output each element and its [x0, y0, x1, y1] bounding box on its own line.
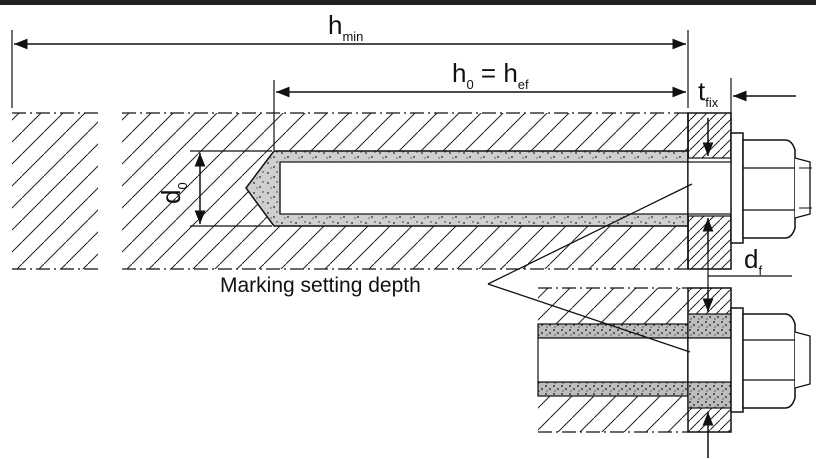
concrete-left-block [12, 112, 98, 270]
dimension-t-fix [730, 78, 796, 130]
marking-leaders [487, 183, 693, 353]
washer-upper [730, 132, 744, 244]
label-h-min: hmin [328, 10, 363, 44]
dimension-df [702, 118, 792, 458]
label-d-f: df [744, 244, 762, 278]
dimension-h0-hef [273, 80, 686, 150]
label-t-fix: tfix [698, 76, 719, 110]
drill-hole-mortar [245, 150, 689, 227]
washer-lower [730, 307, 744, 413]
nut-lower [742, 313, 811, 409]
dimension-h-min [11, 30, 689, 108]
dimension-d0 [190, 150, 272, 227]
label-marking-setting-depth: Marking setting depth [220, 274, 421, 297]
nut-upper [742, 139, 812, 239]
label-h0-hef: h0 = hef [452, 58, 529, 92]
mortar-lower [537, 323, 689, 397]
label-d0: d0 [156, 182, 190, 204]
header-bar [0, 0, 816, 5]
